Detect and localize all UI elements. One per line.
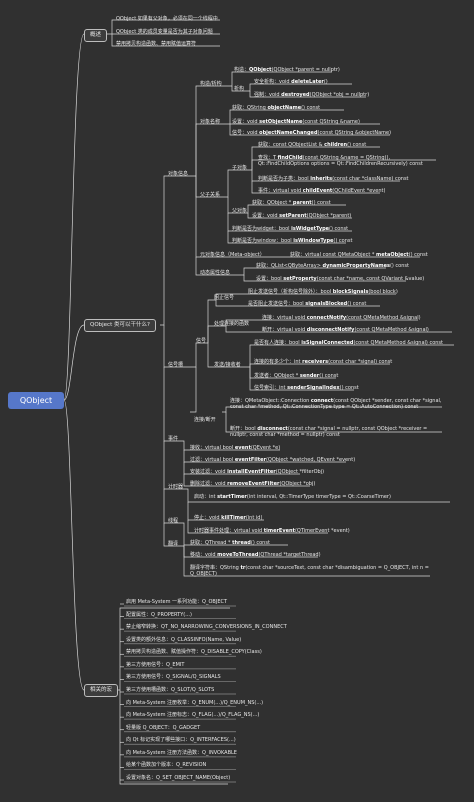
signal-label[interactable]: 信号	[196, 338, 207, 344]
branch-overview[interactable]: 概述	[84, 29, 108, 42]
timer-event: 计时器事件处理：virtual void timerEvent(QTimerEv…	[194, 528, 350, 534]
event-install: 安装过滤：void installEventFilter(QObject *fi…	[190, 469, 325, 475]
sender-signal-index: 信号索引：int senderSignalIndex() const	[254, 385, 359, 391]
meta-get: 获取：virtual const QMetaObject * metaObjec…	[290, 252, 428, 258]
timer-stop: 停止：void killTimer(int id)	[194, 515, 263, 521]
child-label[interactable]: 子对象	[232, 165, 248, 171]
name-label[interactable]: 对象名称	[200, 119, 221, 125]
macro-item: 向 Meta-System 注册枚举：Q_ENUM(...)/Q_ENUM_NS…	[126, 699, 264, 706]
connect: 连接：QMetaObject::Connection connect(const…	[230, 398, 442, 410]
macro-item: 设置对象名：Q_SET_OBJECT_NAME(Object)	[126, 775, 231, 781]
receivers: 连接的有多少个：int receivers(const char *signal…	[254, 359, 393, 365]
connection-label[interactable]: 连接/断开	[194, 417, 216, 423]
thread-move: 移动：void moveToThread(QThread *targetThre…	[190, 552, 321, 558]
dynamic-get: 获取：QList<QByteArray> dynamicPropertyName…	[256, 263, 409, 269]
destruct-safe: 安全析构：void deleteLater()	[254, 79, 328, 85]
sender: 发送者：QObject * sender() const	[254, 373, 339, 379]
destruct-label[interactable]: 析构	[234, 86, 245, 92]
macro-item: 设置类的额外信息：Q_CLASSINFO(Name, Value)	[126, 636, 242, 643]
thread-get: 获取：QThread * thread() const	[190, 540, 270, 546]
disconnect-notify: 断开：virtual void disconnectNotify(const Q…	[262, 327, 429, 333]
child-inherits: 判断是否为子类：bool inherits(const char *classN…	[258, 176, 409, 182]
construct-ctor: 构造：QObject(QObject *parent = nullptr)	[234, 67, 340, 73]
parent-label[interactable]: 父对象	[232, 208, 248, 214]
parent-get: 获取：QObject * parent() const	[252, 200, 331, 206]
name-signal: 信号：void objectNameChanged(const QString …	[232, 130, 392, 136]
macro-item: 轻量版 Q_OBJECT：Q_GADGET	[126, 724, 201, 731]
object-info-label[interactable]: 对象信息	[168, 171, 189, 177]
child-event: 事件：virtual void childEvent(QChildEvent *…	[258, 188, 386, 194]
dynamic-label[interactable]: 动态属性信息	[200, 270, 231, 276]
branch-macros[interactable]: 相关的宏	[84, 684, 119, 697]
child-get: 获取：const QObjectList & children() const	[258, 142, 367, 148]
root-node[interactable]: QObject	[8, 392, 64, 409]
overview-item: QObject 如果有父对象，必须在同一个线程中	[116, 16, 218, 22]
macro-item: 第三方使用信号：Q_SIGNAL/Q_SIGNALS	[126, 674, 221, 681]
block-signal-label[interactable]: 阻止信号	[214, 295, 235, 301]
parent-set: 设置：void setParent(QObject *parent)	[252, 213, 352, 219]
is-window: 判断是否为window：bool isWindowType() const	[232, 238, 353, 244]
name-get: 获取：QString objectName() const	[232, 105, 321, 111]
dynamic-set: 设置：bool setProperty(const char *name, co…	[256, 276, 425, 282]
child-find: 查找：T findChild(const QString &name = QSt…	[258, 155, 423, 167]
macro-item: 向 Meta-System 注册标志：Q_FLAG(...)/Q_FLAG_NS…	[126, 712, 260, 719]
macro-item: 启用 Meta-System 一系列功能：Q_OBJECT	[126, 599, 228, 605]
handler-label[interactable]: 处理连接的函数	[214, 321, 250, 327]
thread-label[interactable]: 线程	[168, 518, 179, 524]
macro-item: 第三方使用信号：Q_EMIT	[126, 661, 185, 668]
block-signals: 阻止发送信号（析构信号除外）：bool blockSignals(bool bl…	[248, 289, 398, 295]
name-set: 设置：void setObjectName(const QString &nam…	[232, 119, 360, 125]
overview-item: 禁用拷贝构造函数、禁用赋值运算符	[116, 41, 197, 47]
parent-child-label[interactable]: 父子关系	[200, 192, 221, 198]
timer-start: 启动：int startTimer(int interval, Qt::Time…	[194, 494, 391, 500]
macro-item: 向 Qt 标记实现了哪些接口：Q_INTERFACES(...)	[126, 737, 236, 744]
translate-tr: 翻译字符串：QString tr(const char *sourceText,…	[190, 565, 429, 577]
destruct-force: 强制：void destroyed(QObject *obj = nullptr…	[254, 92, 370, 98]
signals-blocked: 是否阻止发送信号：bool signalsBlocked() const	[248, 301, 367, 307]
signal-slot-label[interactable]: 信号槽	[168, 362, 184, 368]
is-widget: 判断是否为widget：bool isWidgetType() const	[232, 226, 349, 232]
events-label[interactable]: 事件	[168, 436, 179, 442]
event-remove: 删除过滤：void removeEventFilter(QObject *obj…	[190, 481, 316, 487]
is-signal-connected: 是否有人连接：bool isSignalConnected(const QMet…	[254, 340, 443, 346]
translate-label[interactable]: 翻译	[168, 541, 179, 547]
event-filter: 过滤：virtual bool eventFilter(QObject *wat…	[190, 457, 356, 463]
disconnect: 断开：bool disconnect(const char *signal = …	[230, 426, 428, 438]
macro-item: 第三方使用槽函数：Q_SLOT/Q_SLOTS	[126, 687, 215, 693]
meta-label[interactable]: 元对象信息（Meta-object）	[200, 252, 265, 258]
connect-notify: 连接：virtual void connectNotify(const QMet…	[262, 315, 421, 321]
macro-item: 禁止缩窄转换：QT_NO_NARROWING_CONVERSIONS_IN_CO…	[126, 624, 287, 631]
branch-usage[interactable]: QObject 类可以干什么?	[84, 319, 156, 332]
macro-item: 禁用拷贝构造函数、赋值操作符：Q_DISABLE_COPY(Class)	[126, 649, 262, 656]
event-recv: 接收：virtual bool event(QEvent *e)	[190, 445, 281, 451]
macro-item: 配置属性：Q_PROPERTY(...)	[126, 611, 192, 618]
macro-item: 给某个函数加个版本：Q_REVISION	[126, 762, 207, 769]
overview-item: QObject 类的成员变量是否为其子对象问题	[116, 29, 213, 35]
timer-label[interactable]: 计时器	[168, 484, 184, 490]
macro-item: 向 Meta-System 注册方法函数：Q_INVOKABLE	[126, 749, 237, 756]
construct-label[interactable]: 构造/析构	[200, 81, 222, 87]
sender-label[interactable]: 发送/接收者	[214, 362, 241, 368]
